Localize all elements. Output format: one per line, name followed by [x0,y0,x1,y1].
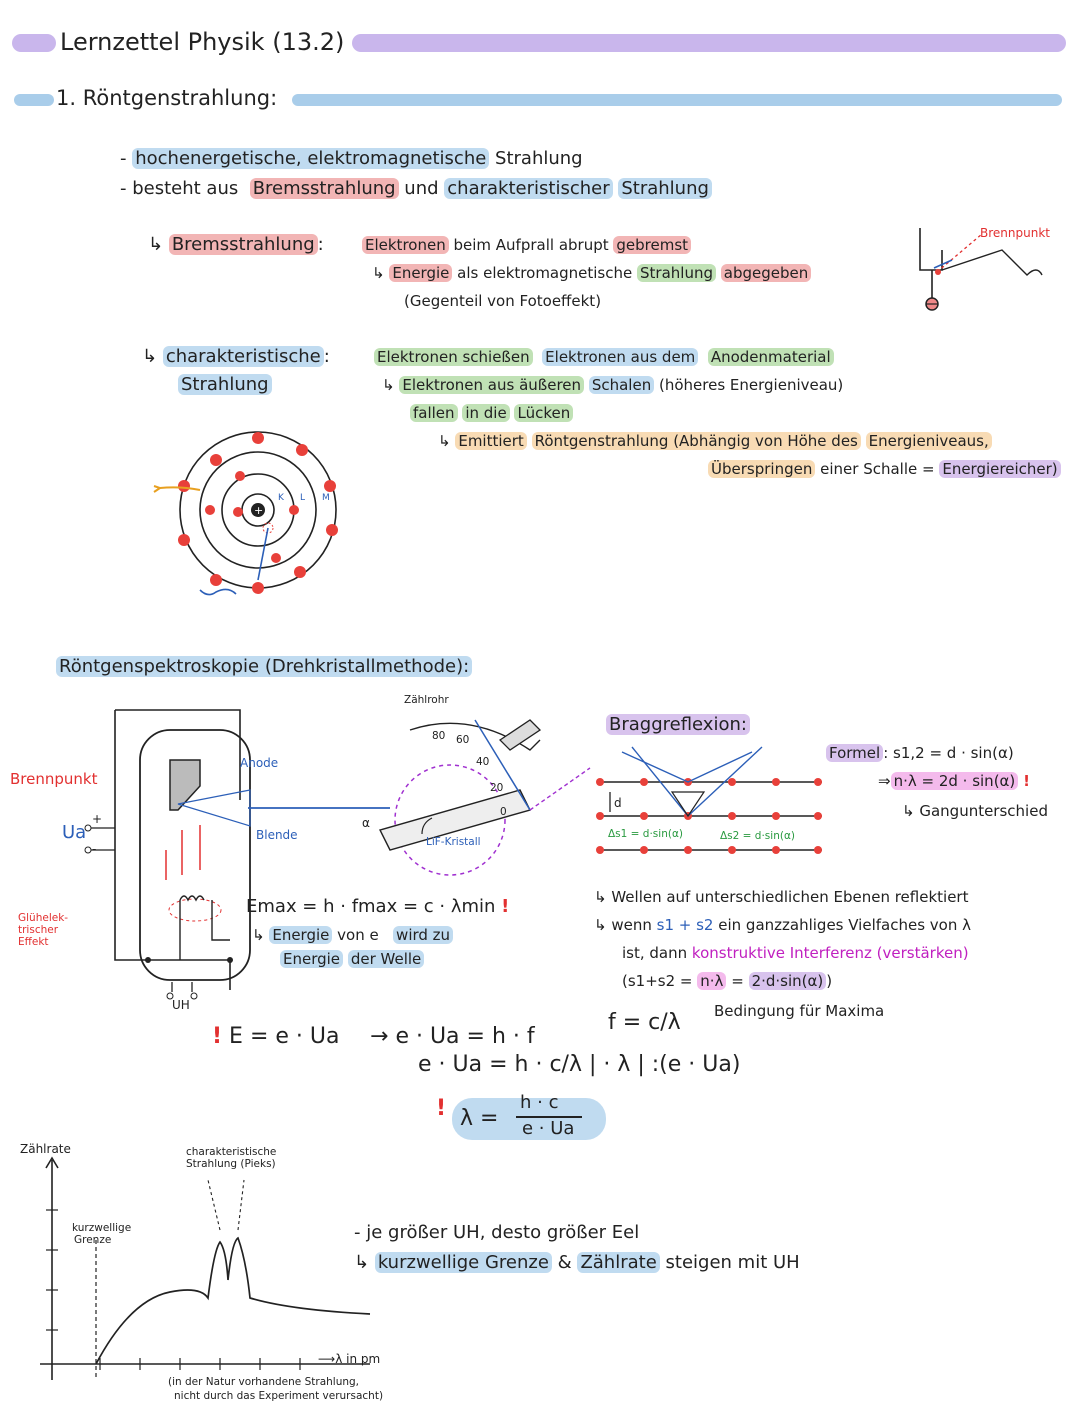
anode-sketch [919,228,1043,311]
atom-shell-diagram: + K L M [153,431,338,596]
emax-equation: Emax = h · fmax = c · λmin ! [246,896,510,917]
title-bar-right [352,34,1066,52]
lambda-lhs: λ = [460,1106,499,1131]
brems-label: ↳ Bremsstrahlung: [148,234,324,255]
graph-note-1: (in der Natur vorhandene Strahlung, [168,1376,360,1388]
formel2-line: ⇒n·λ = 2d · sin(α) ! [878,772,1030,790]
bragg-d: d [614,796,622,810]
charak-line3: fallen in die Lücken [410,404,574,422]
graph-xlabel: ⟶λ in pm [318,1352,381,1366]
bragg-text-3: ist, dann konstruktive Interferenz (vers… [622,944,969,962]
scale-0: 0 [500,806,507,818]
title-bar-left [12,34,56,52]
bragg-diagram [596,746,822,854]
scale-60: 60 [456,734,470,746]
charak-line2: ↳ Elektronen aus äußeren Schalen (höhere… [382,376,844,394]
grenze-2: Grenze [74,1234,112,1246]
energie-line-1: ↳ Energie von e wird zu [252,926,454,944]
peaks-2: Strahlung (Pieks) [186,1158,276,1170]
uh-label: UH [172,998,190,1012]
zaehlrohr-label: Zählrohr [404,694,449,706]
section-bar-right [292,94,1062,106]
bragg-title: Braggreflexion: [606,714,750,735]
brems-line1: Elektronen beim Aufprall abrupt gebremst [362,236,692,254]
bragg-s1: Δs1 = d·sin(α) [608,828,683,840]
nucleus-plus: + [254,504,263,517]
ua-label: Ua [62,822,87,843]
bragg-s2: Δs2 = d·sin(α) [720,830,795,842]
brennpunkt-label: Brennpunkt [10,770,98,788]
shell-m: M [322,493,330,503]
peaks-1: charakteristische [186,1146,277,1158]
tube-plus: + [92,812,103,826]
bullet-2: - besteht aus Bremsstrahlung und charakt… [120,178,712,199]
blende-label: Blende [256,828,298,842]
bragg-text-5: Bedingung für Maxima [714,1002,885,1020]
bullet-1: - hochenergetische, elektromagnetische S… [120,148,583,169]
spectro-title: Röntgenspektroskopie (Drehkristallmethod… [56,656,473,677]
gluh-label-3: Effekt [18,936,49,948]
charak-line1: Elektronen schießen Elektronen aus dem A… [374,348,834,366]
anode-label: Anode [240,756,279,770]
eq2: e · Ua = h · c/λ | · λ | :(e · Ua) [418,1052,741,1077]
lambda-den: e · Ua [522,1118,575,1139]
section-bar-left [14,94,54,106]
lambda-box [452,1098,606,1140]
charak-label2: Strahlung [178,374,272,395]
gluh-label-2: trischer [18,924,59,936]
brems-focal-label: Brennpunkt [980,226,1050,240]
spectrum-graph [40,1156,371,1380]
bragg-text-2: ↳ wenn s1 + s2 ein ganzzahliges Vielfach… [594,916,971,934]
section-heading: 1. Röntgenstrahlung: [56,86,278,110]
e-eua-equation: ! E = e · Ua [212,1024,340,1049]
scale-80: 80 [432,730,446,742]
brems-line2: ↳ Energie als elektromagnetische Strahlu… [372,264,812,282]
scale-20: 20 [490,782,504,794]
formel-line: Formel: s1,2 = d · sin(α) [826,744,1014,762]
grenze-1: kurzwellige [72,1222,132,1234]
lambda-result: ! [436,1096,447,1121]
bragg-text-4: (s1+s2 = n·λ = 2·d·sin(α)) [622,972,833,990]
gluh-label-1: Glühelek- [18,912,69,924]
lambda-num: h · c [520,1092,559,1113]
conclusion-1: - je größer UH, desto größer Eel [354,1222,640,1243]
charak-label: ↳ charakteristische: [142,346,330,367]
lif-label: LiF-Kristall [426,836,481,848]
roentgen-tube-apparatus [84,709,591,1000]
bragg-text-1: ↳ Wellen auf unterschiedlichen Ebenen re… [594,888,969,906]
shell-l: L [300,493,305,503]
graph-note-2: nicht durch das Experiment verursacht) [174,1390,384,1402]
f-equation: f = c/λ [608,1010,681,1035]
shell-k: K [278,493,285,503]
eq1: → e · Ua = h · f [370,1024,535,1049]
graph-ylabel: Zählrate [20,1142,71,1156]
alpha-label: α [362,816,370,830]
brems-line3: (Gegenteil von Fotoeffekt) [404,292,602,310]
energie-line-2: Energie der Welle [280,950,425,968]
page-title: Lernzettel Physik (13.2) [60,28,345,56]
tube-minus: - [92,842,97,856]
charak-line4: ↳ Emittiert Röntgenstrahlung (Abhängig v… [438,432,992,450]
scale-40: 40 [476,756,490,768]
gang-line: ↳ Gangunterschied [902,802,1048,820]
lambda-frac-line [516,1116,582,1118]
charak-line5: Überspringen einer Schalle = Energiereic… [708,460,1061,478]
conclusion-2: ↳ kurzwellige Grenze & Zählrate steigen … [354,1252,800,1273]
